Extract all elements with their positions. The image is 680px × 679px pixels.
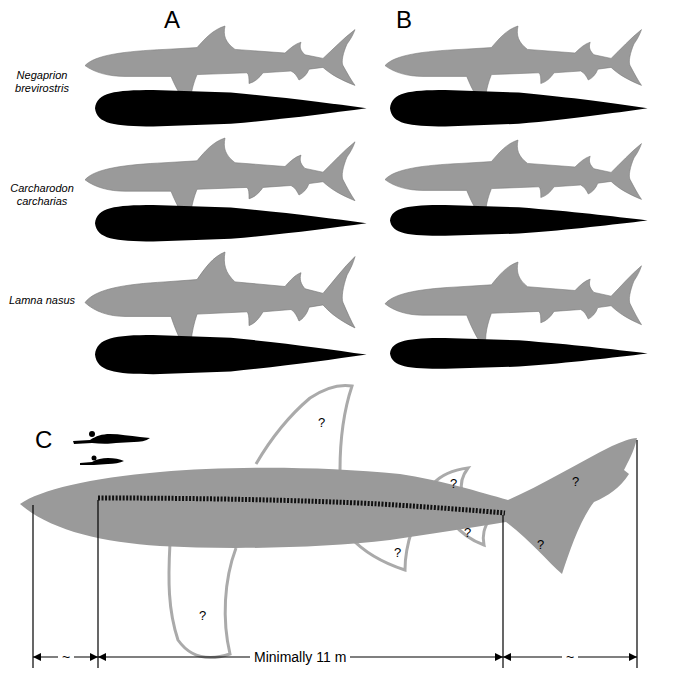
- panel-letter: A: [164, 6, 180, 34]
- panel-letter: C: [35, 426, 52, 454]
- species-name: Negaprion brevirostris: [7, 69, 77, 94]
- dimension-label: ~: [58, 649, 74, 665]
- species-name: Carcharodon carcharias: [7, 182, 77, 207]
- unknown-mark: ?: [318, 416, 325, 431]
- species-name: Lamna nasus: [7, 294, 77, 307]
- panel-letter: B: [396, 6, 412, 34]
- dimension-label: Minimally 11 m: [250, 649, 350, 665]
- unknown-mark: ?: [450, 477, 457, 492]
- dimension-label: ~: [562, 649, 578, 665]
- unknown-mark: ?: [537, 538, 544, 553]
- unknown-mark: ?: [464, 526, 471, 541]
- unknown-mark: ?: [394, 546, 401, 561]
- unknown-mark: ?: [199, 609, 206, 624]
- unknown-mark: ?: [572, 475, 579, 490]
